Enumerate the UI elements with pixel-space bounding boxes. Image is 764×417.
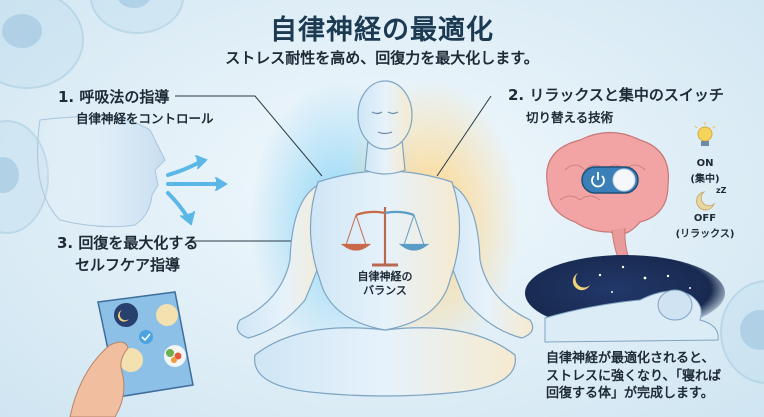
moon-icon [572, 273, 590, 291]
closing-message: 自律神経が最適化されると、 ストレスに強くなり、「寝れば 回復する体」が完成しま… [546, 351, 721, 401]
connector-2 [436, 95, 492, 177]
connector-1 [175, 95, 323, 177]
section-3-title: 3. 回復を最大化する [57, 234, 199, 252]
breath-arrows-icon [166, 155, 228, 226]
section-1-title: 1. 呼吸法の指導 [58, 88, 170, 106]
section-3-title-line2: セルフケア指導 [75, 256, 181, 274]
meditating-figure [236, 80, 534, 397]
sleep-glyph: zZ [716, 186, 727, 195]
power-icon [591, 172, 605, 188]
page-subtitle: ストレス耐性を高め、回復力を最大化します。 [225, 49, 539, 67]
brain-illustration [546, 131, 670, 263]
lightbulb-icon [694, 122, 716, 146]
connector-lines [175, 95, 492, 242]
balance-scale-icon [340, 207, 430, 267]
background-cell [0, 0, 84, 89]
face-exhaling-illustration [37, 116, 166, 228]
balance-label: 自律神経の バランス [357, 270, 413, 297]
off-label: OFF [693, 213, 717, 224]
section-2-title: 2. リラックスと集中のスイッチ [508, 86, 724, 104]
hand-illustration [69, 341, 129, 417]
power-toggle-switch [581, 166, 639, 194]
on-sublabel: (集中) [690, 174, 720, 185]
section-1-subtitle: 自律神経をコントロール [76, 111, 214, 126]
section-2-subtitle: 切り替える技術 [526, 110, 614, 125]
page-title: 自律神経の最適化 [270, 15, 494, 46]
sleeping-illustration [525, 255, 725, 343]
on-label: ON [696, 158, 714, 169]
off-sublabel: (リラックス) [675, 229, 735, 240]
moon-icon [696, 191, 716, 211]
checkmark-icon [141, 333, 151, 342]
